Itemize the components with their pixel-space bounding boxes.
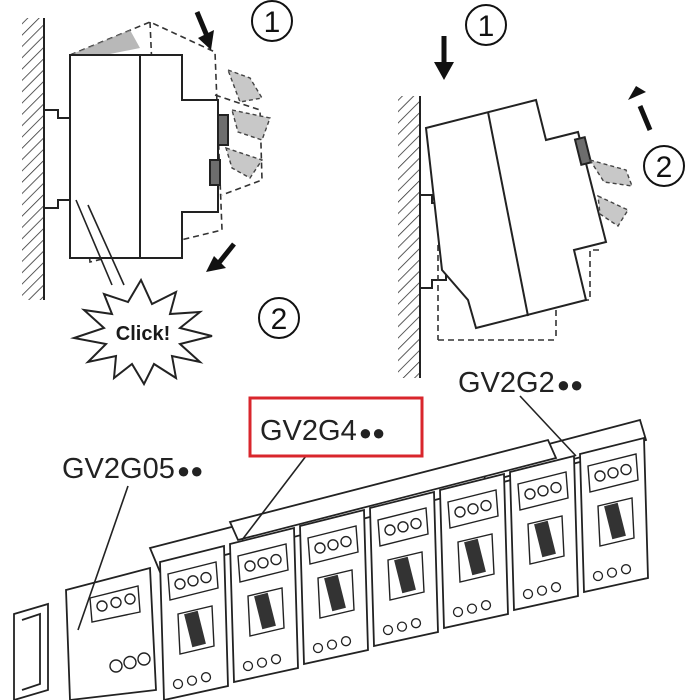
knob-ghost — [588, 158, 634, 227]
ref-label-gv2g05: GV2G05●● — [62, 453, 203, 485]
breaker-module — [229, 526, 299, 684]
step-circle: 1 — [465, 4, 507, 46]
step-number: 1 — [478, 10, 495, 43]
breaker-module — [509, 454, 579, 612]
breaker-module — [579, 436, 649, 594]
leader-line — [519, 395, 577, 457]
breaker-module — [159, 544, 229, 700]
breaker-module — [65, 566, 157, 700]
breaker-module — [439, 472, 509, 630]
click-burst-icon: Click! — [70, 199, 213, 387]
leader-line — [77, 485, 129, 631]
wall-hatch — [398, 96, 420, 378]
dismount-panel: 1 2 — [398, 4, 685, 378]
arrow-up-icon — [628, 86, 653, 131]
breaker-body — [424, 98, 608, 330]
step-number: 2 — [271, 303, 288, 336]
click-label: Click! — [116, 323, 170, 345]
mount-panel: 1 2 Click! — [22, 0, 300, 387]
step-circle: 2 — [258, 297, 300, 339]
breaker-module — [299, 508, 369, 666]
step-circle: 1 — [251, 0, 293, 42]
breaker-body — [69, 54, 229, 259]
busbar-assembly: GV2G05●● GV2G4●● GV2G2●● — [13, 367, 649, 700]
arrow-down-icon — [206, 242, 236, 272]
din-rail — [13, 602, 49, 700]
arrow-down-icon — [434, 36, 454, 80]
step-number: 1 — [264, 6, 281, 39]
ref-label-gv2g4: GV2G4●● — [260, 415, 385, 447]
arrow-down-icon — [194, 11, 214, 50]
breaker-module — [369, 490, 439, 648]
wall-hatch — [22, 18, 44, 300]
step-circle: 2 — [643, 145, 685, 187]
din-rail — [44, 109, 73, 209]
highlight-box — [248, 396, 424, 458]
step-number: 2 — [656, 151, 673, 184]
knob-ghost — [224, 68, 271, 179]
leader-line — [241, 455, 307, 541]
ref-label-gv2g2: GV2G2●● — [458, 367, 583, 399]
